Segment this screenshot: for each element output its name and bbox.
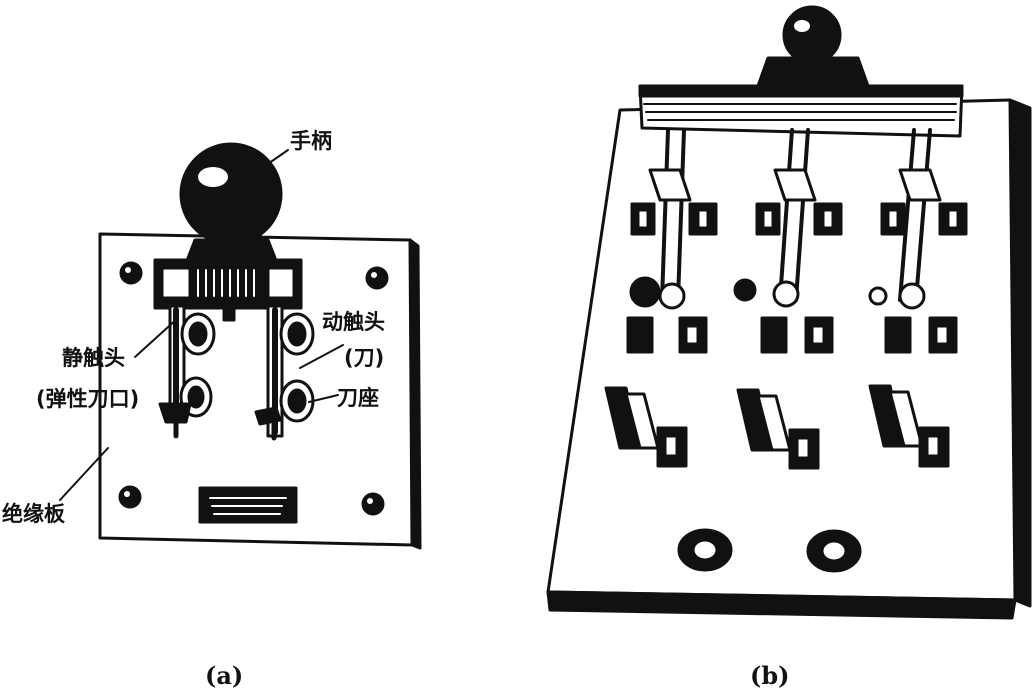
static-contact-label: 静触头 xyxy=(62,346,125,370)
pivot-contacts-b xyxy=(626,276,958,354)
mounting-screws xyxy=(118,261,389,516)
blades-b xyxy=(660,128,932,302)
moving-contact-label: 动触头 xyxy=(322,310,385,334)
handle-crossbar-b xyxy=(638,84,964,138)
leader-lines xyxy=(59,149,344,501)
handle-knob xyxy=(179,142,283,260)
figure-a-knife-switch xyxy=(59,142,422,550)
upper-clips-b xyxy=(630,168,968,236)
figure-b-three-pole-switch xyxy=(546,5,1032,620)
insulating-board-label: 绝缘板 xyxy=(2,502,65,526)
handle-knob-b xyxy=(756,5,870,88)
handle-label: 手柄 xyxy=(290,129,332,153)
caption-a: (a) xyxy=(205,661,244,690)
static-contact-note: (弹性刀口) xyxy=(36,387,140,411)
terminal-holes-b xyxy=(677,528,862,573)
static-contact-assembly xyxy=(158,304,216,439)
caption-b: (b) xyxy=(750,661,790,690)
terminal-block xyxy=(198,486,298,524)
blade-seat-label: 刀座 xyxy=(337,386,379,410)
moving-contact-note: (刀) xyxy=(344,346,385,370)
handle-crossbar xyxy=(153,258,303,322)
moving-contact-assembly xyxy=(254,304,315,441)
blade-seats-b xyxy=(604,384,950,470)
